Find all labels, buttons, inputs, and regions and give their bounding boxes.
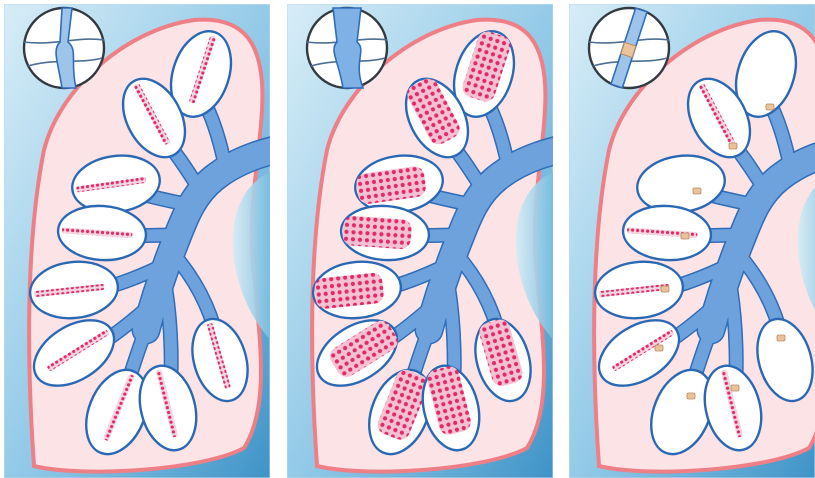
mucus-plug <box>731 385 739 391</box>
mucus-plug <box>661 286 669 292</box>
panel-left <box>4 4 304 478</box>
panel-middle <box>287 4 587 478</box>
mucus-plug <box>655 345 663 351</box>
mucus-plug <box>729 143 737 149</box>
mucus-plug <box>766 104 774 110</box>
mucus-plug <box>681 233 689 239</box>
particle-fill <box>342 215 412 249</box>
mucus-plug <box>693 188 701 194</box>
mucus-plug <box>777 335 785 341</box>
mucus-plug <box>687 393 695 399</box>
panel-right <box>569 4 815 478</box>
